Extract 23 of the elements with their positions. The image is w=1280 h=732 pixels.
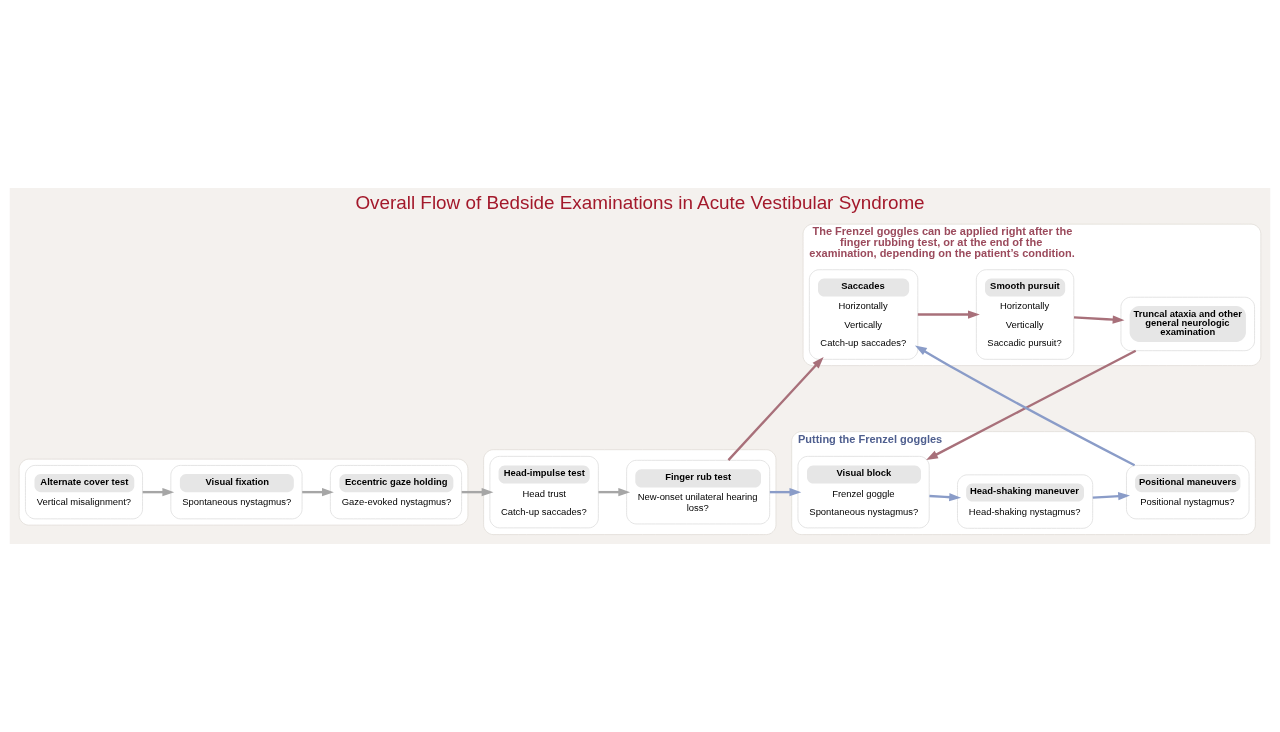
node-box: Visual fixation Spontaneous nystagmus?: [170, 465, 303, 520]
arrow: [769, 488, 802, 497]
arrow: [598, 488, 631, 497]
diagram-title: Overall Flow of Bedside Examinations in Acute Vestibular Syndrome: [355, 192, 925, 214]
node-box: Visual block Frenzel goggle Spontaneous nystagmus?: [797, 456, 930, 529]
arrow: [142, 488, 175, 497]
arrow: [1073, 315, 1125, 324]
node-box: Head-shaking maneuver Head-shaking nystagmus?: [957, 474, 1094, 529]
node-box: Positional maneuvers Positional nystagmus?: [1126, 465, 1250, 520]
arrow: [929, 493, 962, 502]
node-box: Alternate cover test Vertical misalignment?: [25, 465, 143, 520]
node-box: Smooth pursuit Horizontally Vertically Saccadic pursuit?: [975, 269, 1075, 360]
cluster: [18, 458, 469, 526]
node-box: Eccentric gaze holding Gaze-evoked nystagmus?: [329, 465, 462, 520]
node-box: Finger rub test New-onset unilateral hearing loss?: [626, 459, 771, 525]
arrow: [461, 488, 494, 497]
arrow: [727, 356, 824, 461]
arrow: [302, 488, 334, 497]
arrow: [917, 310, 980, 319]
node-box: Saccades Horizontally Vertically Catch-up saccades?: [808, 269, 919, 360]
node-box: Truncal ataxia and other general neurologic examination: [1120, 296, 1255, 352]
node-box: Head-impulse test Head trust Catch-up saccades?: [489, 456, 599, 529]
arrow: [1092, 492, 1130, 501]
